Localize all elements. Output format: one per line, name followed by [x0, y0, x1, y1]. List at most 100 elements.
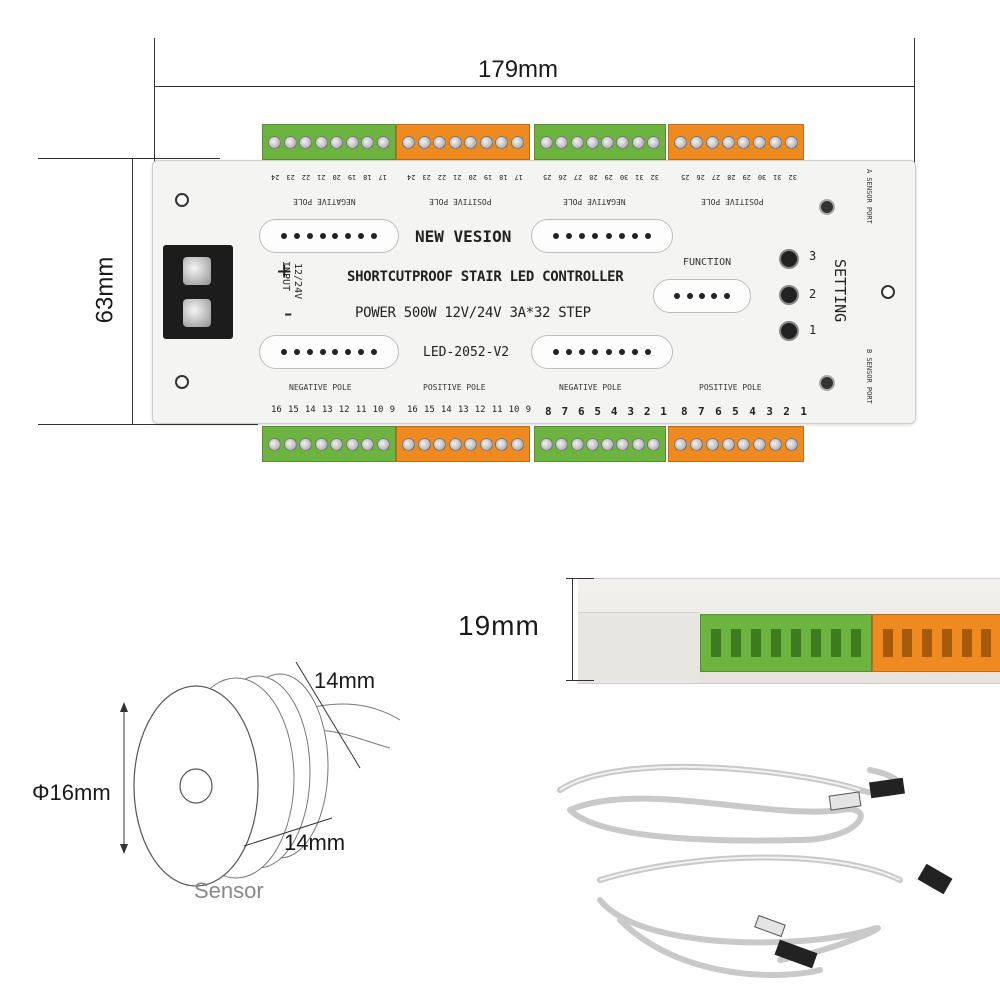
bottom-terminal-block-4 — [668, 426, 804, 462]
pin: 27 — [573, 173, 583, 181]
top-pole-label-3: NEGATIVE POLE — [563, 197, 626, 206]
pin: 1 — [800, 405, 807, 418]
led-slot-upper-left — [259, 219, 399, 253]
pin: 23 — [422, 173, 431, 181]
setting-number-3: 3 — [809, 249, 817, 263]
pin: 21 — [317, 173, 326, 181]
input-plus-sign: + — [277, 257, 292, 285]
pin: 26 — [558, 173, 567, 181]
connector-3 — [917, 863, 953, 895]
pin: 16 — [407, 405, 418, 415]
cable-highlight-2 — [599, 856, 901, 881]
pin: 8 — [545, 405, 552, 418]
top-pole-label-4: POSITIVE POLE — [701, 197, 764, 206]
side-profile-orange-terminal — [872, 614, 1000, 672]
side-profile-green-terminal — [700, 614, 872, 672]
sensor-depth-label: 14mm — [314, 668, 376, 693]
pin: 19 — [483, 173, 493, 181]
top-terminal-block-2 — [396, 124, 530, 160]
version-text: NEW VESION — [415, 227, 512, 246]
top-terminal-block-3 — [534, 124, 666, 160]
pin: 29 — [742, 173, 751, 181]
bottom-terminal-block-3 — [534, 426, 666, 462]
pin: 6 — [715, 405, 722, 418]
top-pole-label-1: NEGATIVE POLE — [293, 197, 356, 206]
pin: 22 — [301, 173, 311, 181]
width-dim-label: 179mm — [478, 56, 559, 83]
pin: 15 — [287, 405, 299, 415]
depth-dim-top-tick — [566, 578, 594, 579]
pin: 19 — [347, 173, 357, 181]
pin: 9 — [389, 405, 395, 415]
depth-dim-label: 19mm — [458, 610, 540, 641]
bottom-pole-label-3: NEGATIVE POLE — [559, 383, 622, 392]
setting-number-2: 2 — [809, 287, 817, 301]
bottom-pole-label-2: POSITIVE POLE — [423, 383, 486, 392]
pin: 18 — [363, 173, 372, 181]
pin: 7 — [561, 405, 569, 418]
pin: 31 — [773, 173, 782, 181]
pin: 14 — [440, 405, 452, 415]
sensor-port-b-label: B SENSOR PORT — [865, 349, 873, 404]
sensor-diameter-label: Φ16mm — [32, 780, 111, 805]
height-dim-bottom-tick — [38, 424, 258, 425]
depth-dim-line — [572, 578, 573, 680]
pin: 15 — [423, 405, 435, 415]
pin: 11 — [491, 405, 503, 415]
connector-1 — [869, 777, 905, 799]
bottom-pole-label-4: POSITIVE POLE — [699, 383, 762, 392]
pin: 24 — [271, 173, 280, 181]
pin: 20 — [468, 173, 477, 181]
sensor-port-a[interactable] — [819, 199, 835, 215]
pin: 4 — [749, 405, 756, 418]
setting-button-3[interactable] — [779, 249, 799, 269]
power-spec: POWER 500W 12V/24V 3A*32 STEP — [355, 305, 591, 321]
height-dim-label: 63mm — [91, 256, 119, 324]
pin: 11 — [355, 405, 367, 415]
input-label: INPUT — [280, 261, 291, 292]
cable-loop-1 — [557, 763, 903, 797]
pin: 13 — [457, 405, 469, 415]
pin: 5 — [594, 405, 602, 418]
pin: 17 — [378, 173, 387, 181]
sensor-depth-dim-line — [295, 661, 361, 769]
pin: 25 — [543, 173, 552, 181]
sensor-drawing — [120, 661, 401, 887]
pin: 23 — [286, 173, 295, 181]
controller-title: SHORTCUTPROOF STAIR LED CONTROLLER — [347, 269, 624, 285]
setting-button-2[interactable] — [779, 285, 799, 305]
input-screw-negative — [183, 299, 211, 327]
setting-button-1[interactable] — [779, 321, 799, 341]
bottom-terminal-block-1 — [262, 426, 396, 462]
pin: 16 — [271, 405, 282, 415]
cable-loop-2 — [567, 795, 864, 844]
bottom-terminal-block-2 — [396, 426, 530, 462]
input-voltage: 12/24V — [292, 263, 303, 300]
sensor-port-b[interactable] — [819, 375, 835, 391]
controller-housing: + - INPUT 12/24V NEGATIVE POLE POSITIVE … — [152, 160, 916, 424]
pin: 3 — [766, 405, 773, 418]
pin: 29 — [604, 173, 613, 181]
led-slot-lower-left — [259, 335, 399, 369]
pin: 12 — [338, 405, 350, 415]
input-screw-positive — [183, 257, 211, 285]
mount-hole-right — [881, 285, 895, 299]
pin: 21 — [453, 173, 462, 181]
pin: 3 — [627, 405, 634, 418]
connector-5 — [754, 914, 786, 938]
pin: 32 — [788, 173, 797, 181]
led-slot-upper-right — [531, 219, 673, 253]
model-text: LED-2052-V2 — [423, 345, 510, 360]
led-slot-lower-right — [531, 335, 673, 369]
height-dim-top-tick — [38, 158, 220, 159]
top-terminal-block-1 — [262, 124, 396, 160]
function-slot — [653, 279, 751, 313]
setting-label: SETTING — [831, 259, 849, 323]
width-dim-line — [154, 86, 914, 87]
sensor-length-dim-line — [243, 817, 333, 847]
